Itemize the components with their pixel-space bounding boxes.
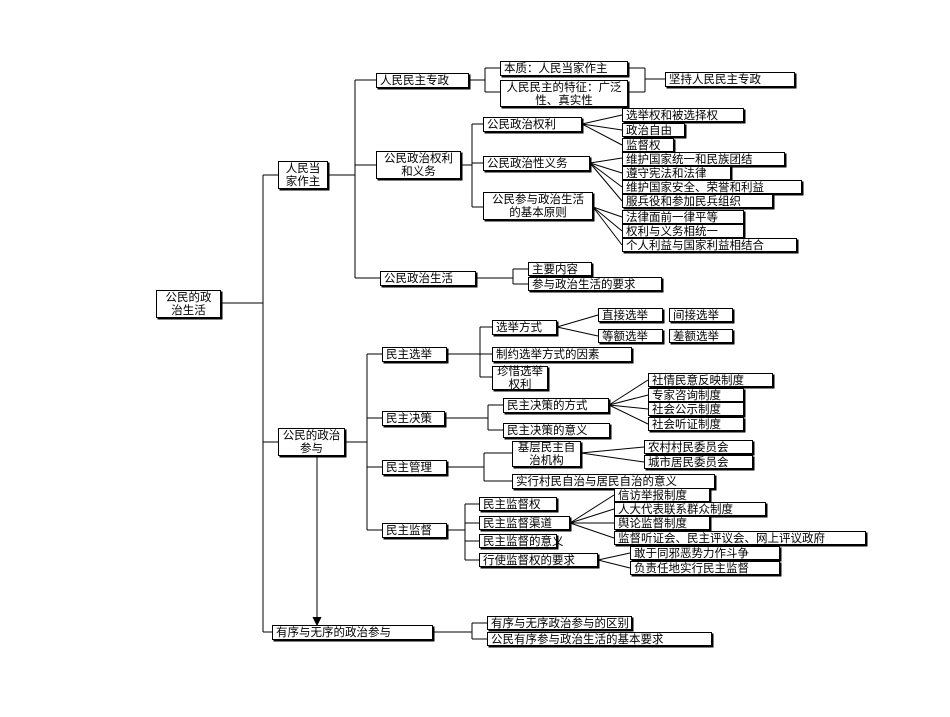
node-political-life: 公民政治生活 <box>380 271 476 286</box>
leaf-decision-4: 社会听证制度 <box>648 417 744 431</box>
node-features: 人民民主的特征：广泛性、真实性 <box>500 80 628 107</box>
leaf-direct-election: 直接选举 <box>598 308 663 322</box>
root-node: 公民的政治生活 <box>156 290 221 318</box>
node-supervision-requirements: 行使监督权的要求 <box>479 553 598 567</box>
leaf-orderly-difference: 有序与无序政治参与的区别 <box>487 616 632 630</box>
leaf-channel-2: 人大代表联系群众制度 <box>614 502 766 516</box>
node-decision-methods: 民主决策的方式 <box>503 398 609 413</box>
leaf-village-committee: 农村村民委员会 <box>644 440 753 454</box>
node-supervision-right: 民主监督权 <box>479 497 557 511</box>
leaf-duty-3: 维护国家安全、荣誉和利益 <box>622 180 802 194</box>
node-democratic-decision: 民主决策 <box>382 411 445 426</box>
leaf-life-requirements: 参与政治生活的要求 <box>528 277 662 291</box>
leaf-principle-1: 法律面前一律平等 <box>622 210 744 224</box>
node-basic-principles: 公民参与政治生活的基本原则 <box>483 192 593 220</box>
node-election-methods: 选举方式 <box>492 320 557 335</box>
node-self-governance-meaning: 实行村民自治与居民自治的意义 <box>512 474 715 489</box>
node-decision-meaning: 民主决策的意义 <box>503 423 610 438</box>
node-political-participation: 公民的政治参与 <box>278 428 345 456</box>
leaf-requirement-1: 敢于同邪恶势力作斗争 <box>630 546 780 560</box>
node-democratic-dictatorship: 人民民主专政 <box>376 73 469 88</box>
leaf-duty-2: 遵守宪法和法律 <box>622 166 731 180</box>
leaf-indirect-election: 间接选举 <box>669 308 733 322</box>
leaf-decision-1: 社情民意反映制度 <box>648 373 773 387</box>
leaf-requirement-2: 负责任地实行民主监督 <box>630 561 780 575</box>
node-orderly-participation: 有序与无序的政治参与 <box>272 625 433 640</box>
leaf-urban-committee: 城市居民委员会 <box>644 455 753 469</box>
node-adhere: 坚持人民民主专政 <box>665 72 795 87</box>
leaf-right-1: 选举权和被选择权 <box>622 108 744 122</box>
leaf-main-content: 主要内容 <box>528 262 592 276</box>
node-political-rights: 公民政治权利 <box>483 117 582 132</box>
node-democratic-election: 民主选举 <box>382 347 447 362</box>
leaf-right-2: 政治自由 <box>622 123 685 137</box>
leaf-right-3: 监督权 <box>622 138 674 152</box>
node-grassroots-org: 基层民主自治机构 <box>512 441 581 467</box>
leaf-duty-1: 维护国家统一和民族团结 <box>622 152 785 166</box>
node-democratic-management: 民主管理 <box>382 460 447 475</box>
leaf-principle-3: 个人利益与国家利益相结合 <box>622 238 797 252</box>
leaf-equal-election: 等额选举 <box>598 329 663 343</box>
node-supervision-channels: 民主监督渠道 <box>479 516 570 530</box>
leaf-competitive-election: 差额选举 <box>669 329 733 343</box>
leaf-decision-3: 社会公示制度 <box>648 402 744 416</box>
node-rights-duties: 公民政治权利和义务 <box>376 151 461 179</box>
node-cherish-rights: 珍惜选举权利 <box>492 365 548 391</box>
leaf-principle-2: 权利与义务相统一 <box>622 224 744 238</box>
node-people-master: 人民当家作主 <box>278 161 328 189</box>
leaf-channel-1: 信访举报制度 <box>614 488 710 502</box>
node-election-factors: 制约选举方式的因素 <box>492 347 632 362</box>
leaf-decision-2: 专家咨询制度 <box>648 388 744 402</box>
leaf-channel-3: 舆论监督制度 <box>614 516 710 530</box>
node-essence: 本质：人民当家作主 <box>500 61 628 76</box>
node-supervision-meaning: 民主监督的意义 <box>479 534 564 548</box>
leaf-channel-4: 监督听证会、民主评议会、网上评议政府 <box>614 531 866 545</box>
node-democratic-supervision: 民主监督 <box>382 523 447 538</box>
leaf-orderly-requirements: 公民有序参与政治生活的基本要求 <box>487 632 712 646</box>
node-political-duties: 公民政治性义务 <box>483 156 590 171</box>
leaf-duty-4: 服兵役和参加民兵组织 <box>622 194 773 208</box>
